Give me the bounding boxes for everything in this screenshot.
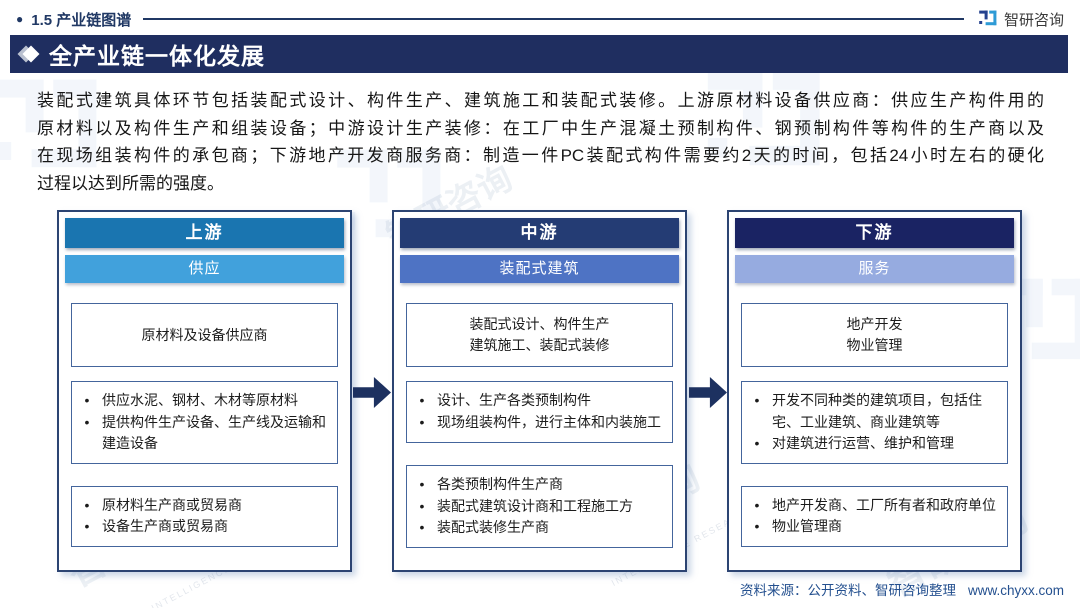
arrow-right-icon [689, 377, 727, 408]
bullet-icon: • [419, 476, 425, 492]
brand: 智研咨询 [978, 9, 1064, 30]
summary-line: 地产开发 [846, 316, 903, 332]
list-item-text: 对建筑进行运营、维护和管理 [772, 435, 954, 451]
intro-line: 过程以达到所需的强度。 [37, 173, 224, 193]
top-bar: ● 1.5 产业链图谱 智研咨询 [16, 7, 1064, 31]
players-box: • 各类预制构件生产商 • 装配式建筑设计商和工程施工方 • 装配式装修生产商 [406, 465, 673, 548]
summary-line: 建筑施工、装配式装修 [469, 337, 610, 353]
column-subtitle: 供应 [65, 255, 344, 283]
bullet-icon: • [754, 435, 760, 451]
list-item-text: 各类预制构件生产商 [437, 476, 563, 492]
bullet-icon: • [754, 518, 760, 534]
bullet-icon: • [754, 392, 760, 408]
bullet-dot-icon: ● [16, 12, 24, 26]
bullet-icon: • [84, 496, 90, 513]
bullet-icon: • [419, 392, 425, 408]
list-item: • 原材料生产商或贸易商 [72, 495, 333, 517]
intro-line: 在现场组装构件的承包商；下游地产开发商服务商：制造一件PC装配式构件需要约2天的… [37, 146, 1044, 165]
list-item: • 供应水泥、钢材、木材等原材料 [72, 390, 333, 412]
functions-box: • 设计、生产各类预制构件 • 现场组装构件，进行主体和内装施工 [406, 381, 673, 443]
diamond-icon [17, 45, 40, 63]
list-item: • 提供构件生产设备、生产线及运输和建造设备 [72, 412, 333, 455]
list-item-text: 现场组装构件，进行主体和内装施工 [437, 413, 661, 430]
zhiyan-logo-icon [979, 10, 997, 26]
upstream-column: 上游 供应 原材料及设备供应商 • 供应水泥、钢材、木材等原材料 • 提供构件生产设… [57, 210, 352, 572]
bullet-icon: • [419, 497, 425, 514]
list-item: • 各类预制构件生产商 [407, 474, 668, 496]
summary-line: 原材料及设备供应商 [141, 326, 268, 343]
bullet-icon: • [84, 392, 90, 408]
column-title: 下游 [735, 218, 1014, 248]
list-item-text: 装配式装修生产商 [437, 519, 549, 535]
list-item: • 现场组装构件，进行主体和内装施工 [407, 412, 668, 434]
players-box: • 地产开发商、工厂所有者和政府单位 • 物业管理商 [741, 485, 1008, 547]
list-item-text: 开发不同种类的建筑项目，包括住宅、工业建筑、商业建筑等 [772, 392, 982, 430]
list-item: • 开发不同种类的建筑项目，包括住宅、工业建筑、商业建筑等 [742, 390, 1003, 433]
summary-line: 装配式设计、构件生产 [469, 316, 610, 332]
column-subtitle: 服务 [735, 255, 1014, 283]
source-footer: 资料来源：公开资料、智研咨询整理 www.chyxx.com [740, 579, 1064, 599]
list-item-text: 物业管理商 [772, 518, 842, 534]
brand-name: 智研咨询 [1003, 11, 1064, 29]
source-label: 资料来源：公开资料、智研咨询整理 [739, 583, 956, 598]
section-label: 1.5 产业链图谱 [31, 11, 132, 29]
website-link[interactable]: www.chyxx.com [967, 583, 1064, 598]
bullet-icon: • [84, 413, 90, 430]
intro-paragraph: 装配式建筑具体环节包括装配式设计、构件生产、建筑施工和装配式装修。上游原材料设备… [37, 87, 1044, 197]
column-subtitle: 装配式建筑 [400, 255, 679, 283]
list-item: • 装配式装修生产商 [407, 517, 668, 539]
list-item: • 设计、生产各类预制构件 [407, 390, 668, 412]
list-item: • 物业管理商 [742, 516, 1003, 538]
column-title: 上游 [65, 218, 344, 248]
list-item: • 设备生产商或贸易商 [72, 516, 333, 538]
list-item-text: 原材料生产商或贸易商 [102, 496, 242, 513]
summary-line: 物业管理 [846, 337, 903, 353]
summary-box: 装配式设计、构件生产 建筑施工、装配式装修 [406, 303, 673, 367]
arrow-right-icon [353, 377, 391, 408]
players-box: • 原材料生产商或贸易商 • 设备生产商或贸易商 [71, 485, 338, 547]
intro-line: 原材料以及构件生产和组装设备；中游设计生产装修：在工厂中生产混凝土预制构件、钢预… [37, 118, 1044, 138]
column-title: 中游 [400, 218, 679, 248]
list-item: • 对建筑进行运营、维护和管理 [742, 433, 1003, 455]
functions-box: • 开发不同种类的建筑项目，包括住宅、工业建筑、商业建筑等 • 对建筑进行运营、维护… [741, 381, 1008, 464]
intro-line: 装配式建筑具体环节包括装配式设计、构件生产、建筑施工和装配式装修。上游原材料设备… [37, 91, 1044, 110]
functions-box: • 供应水泥、钢材、木材等原材料 • 提供构件生产设备、生产线及运输和建造设备 [71, 381, 338, 464]
bullet-icon: • [419, 519, 425, 535]
list-item-text: 设备生产商或贸易商 [102, 518, 228, 534]
bullet-icon: • [754, 496, 760, 513]
list-item-text: 供应水泥、钢材、木材等原材料 [102, 392, 298, 408]
summary-box: 原材料及设备供应商 [71, 303, 338, 367]
divider-line [143, 18, 964, 20]
list-item: • 装配式建筑设计商和工程施工方 [407, 496, 668, 518]
list-item-text: 设计、生产各类预制构件 [437, 392, 591, 408]
summary-box: 地产开发 物业管理 [741, 303, 1008, 367]
list-item-text: 提供构件生产设备、生产线及运输和建造设备 [102, 413, 326, 452]
bullet-icon: • [419, 413, 425, 430]
list-item: • 地产开发商、工厂所有者和政府单位 [742, 495, 1003, 517]
downstream-column: 下游 服务 地产开发 物业管理 • 开发不同种类的建筑项目，包括住宅、工业建筑、商… [727, 210, 1022, 572]
midstream-column: 中游 装配式建筑 装配式设计、构件生产 建筑施工、装配式装修 • 设计、生产各类预… [392, 210, 687, 572]
list-item-text: 装配式建筑设计商和工程施工方 [437, 497, 633, 514]
list-item-text: 地产开发商、工厂所有者和政府单位 [772, 496, 996, 513]
page-title: 全产业链一体化发展 [49, 43, 265, 69]
title-banner: 全产业链一体化发展 [10, 35, 1068, 73]
bullet-icon: • [84, 518, 90, 534]
